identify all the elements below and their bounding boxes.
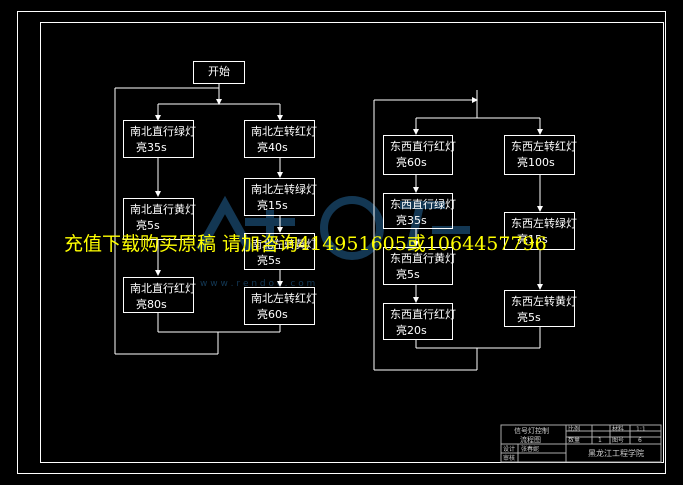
title-school: 黑龙江工程学院 xyxy=(588,449,644,458)
watermark-text: 充值下载购买原稿 请加咨询414951605或1064457796 xyxy=(64,233,547,255)
title-drawing-name-1: 信号灯控制 xyxy=(514,427,549,435)
node-duration: 亮15s xyxy=(257,199,288,212)
title-material-label: 材料 xyxy=(612,426,625,433)
title-sheet-value: 6 xyxy=(638,437,642,444)
node-label: 南北左转黄灯 xyxy=(251,238,317,251)
node-duration: 亮60s xyxy=(396,156,427,169)
title-designer-value: 张春妮 xyxy=(521,446,540,453)
node-label: 南北直行红灯 xyxy=(130,282,196,295)
node-label: 南北直行黄灯 xyxy=(130,203,196,216)
node-label: 东西直行绿灯 xyxy=(390,198,456,211)
title-scale-value: 1:1 xyxy=(636,426,646,433)
title-quantity-label: 数量 xyxy=(568,437,581,444)
inner-frame xyxy=(40,22,664,463)
node-label: 东西直行红灯 xyxy=(390,140,456,153)
node-ns-straight-green: 南北直行绿灯 亮35s xyxy=(123,120,196,158)
node-label: 东西直行红灯 xyxy=(390,308,456,321)
node-ns-left-yellow: 南北左转黄灯 亮5s xyxy=(244,233,317,270)
node-ns-left-green: 南北左转绿灯 亮15s xyxy=(244,178,317,216)
node-ew-left-yellow: 东西左转黄灯 亮5s xyxy=(504,290,577,327)
node-label: 南北左转红灯 xyxy=(251,292,317,305)
title-checker-label: 审核 xyxy=(503,455,516,462)
node-duration: 亮5s xyxy=(136,219,160,232)
node-duration: 亮5s xyxy=(396,268,420,281)
node-ew-straight-green: 东西直行绿灯 亮35s xyxy=(383,193,456,229)
node-ns-left-red: 南北左转红灯 亮40s xyxy=(244,120,317,158)
node-duration: 亮5s xyxy=(517,311,541,324)
start-node: 开始 xyxy=(193,61,245,84)
node-ew-left-green: 东西左转绿灯 亮15s xyxy=(504,212,577,250)
node-duration: 亮5s xyxy=(257,254,281,267)
title-quantity-value: 1 xyxy=(598,437,602,444)
node-duration: 亮35s xyxy=(136,141,167,154)
watermark-url: w w w . r e n d o c . c o m xyxy=(200,279,315,289)
node-ns-straight-yellow: 南北直行黄灯 亮5s xyxy=(123,198,196,240)
node-ew-straight-yellow: 东西直行黄灯 亮5s xyxy=(383,247,456,285)
node-ns-straight-red: 南北直行红灯 亮80s xyxy=(123,277,196,313)
node-ns-left-red-2: 南北左转红灯 亮60s xyxy=(244,287,317,325)
node-duration: 亮20s xyxy=(396,324,427,337)
node-duration: 亮40s xyxy=(257,141,288,154)
node-label: 南北直行绿灯 xyxy=(130,125,196,138)
node-duration: 亮100s xyxy=(517,156,555,169)
node-duration: 亮35s xyxy=(396,214,427,227)
node-ew-left-red: 东西左转红灯 亮100s xyxy=(504,135,577,175)
node-label: 南北左转红灯 xyxy=(251,125,317,138)
title-scale-label: 比例 xyxy=(568,426,581,433)
node-label: 东西左转绿灯 xyxy=(511,217,577,230)
node-duration: 亮15s xyxy=(517,233,548,246)
node-ew-straight-red: 东西直行红灯 亮60s xyxy=(383,135,456,175)
node-duration: 亮60s xyxy=(257,308,288,321)
title-sheet-label: 图号 xyxy=(612,437,625,444)
title-designer-label: 设计 xyxy=(503,446,516,453)
node-label: 东西直行黄灯 xyxy=(390,252,456,265)
node-label: 南北左转绿灯 xyxy=(251,183,317,196)
node-label: 东西左转红灯 xyxy=(511,140,577,153)
node-ew-straight-red-2: 东西直行红灯 亮20s xyxy=(383,303,456,340)
outer-frame xyxy=(17,11,666,474)
node-duration: 亮80s xyxy=(136,298,167,311)
node-label: 东西左转黄灯 xyxy=(511,295,577,308)
title-drawing-name-2: 流程图 xyxy=(520,436,541,444)
